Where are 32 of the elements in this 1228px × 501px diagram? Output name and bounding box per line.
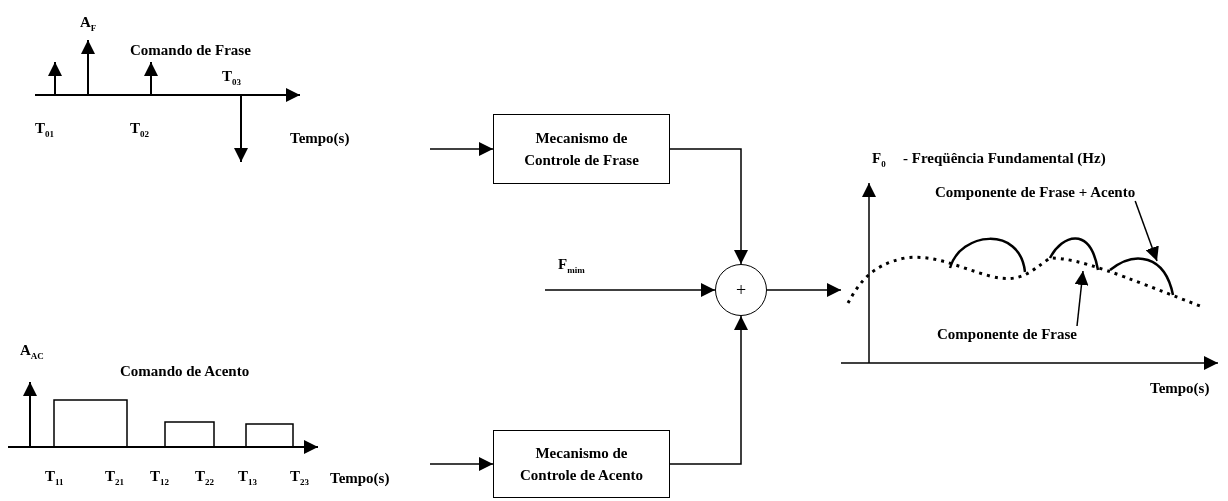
time-label: T$_{13}$ [238, 468, 257, 487]
leader-arrow [1134, 200, 1159, 262]
leader-arrow [1074, 270, 1089, 327]
time-label: T$_{22}$ [195, 468, 214, 487]
arrow [669, 148, 748, 265]
curve-label: Componente de Frase + Acento [935, 184, 1136, 201]
time-label: T$_{21}$ [105, 468, 124, 487]
time-label: T$_{11}$ [45, 468, 64, 487]
axis-label: Tempo(s) [290, 130, 350, 147]
process-box: Mecanismo de Controle de Acento [493, 430, 670, 498]
time-label: T$_{12}$ [150, 468, 169, 487]
arrow [429, 457, 494, 471]
axis-label: Tempo(s) [330, 470, 390, 487]
axis-label: A$_{F}$ [80, 14, 97, 33]
arrow [766, 283, 842, 297]
arrow [669, 315, 748, 465]
time-label: T$_{03}$ [222, 68, 241, 87]
axis-label: A$_{AC}$ [20, 342, 44, 361]
axis-label: F$_{0}$ [872, 150, 886, 169]
arrow [544, 283, 716, 297]
arrow [429, 142, 494, 156]
time-label: T$_{01}$ [35, 120, 54, 139]
contour-plot-drawing [840, 182, 1219, 370]
curve-label: Componente de Frase [937, 326, 1077, 343]
plot-title: Comando de Frase [130, 42, 251, 59]
process-box: Mecanismo de Controle de Frase [493, 114, 670, 184]
axis-label: - Freqüência Fundamental (Hz) [903, 150, 1106, 167]
time-label: T$_{02}$ [130, 120, 149, 139]
time-label: T$_{23}$ [290, 468, 309, 487]
axis-label: Tempo(s) [1150, 380, 1210, 397]
plot-title: Comando de Acento [120, 363, 250, 380]
edge-label: F$_{mim}$ [558, 256, 585, 275]
